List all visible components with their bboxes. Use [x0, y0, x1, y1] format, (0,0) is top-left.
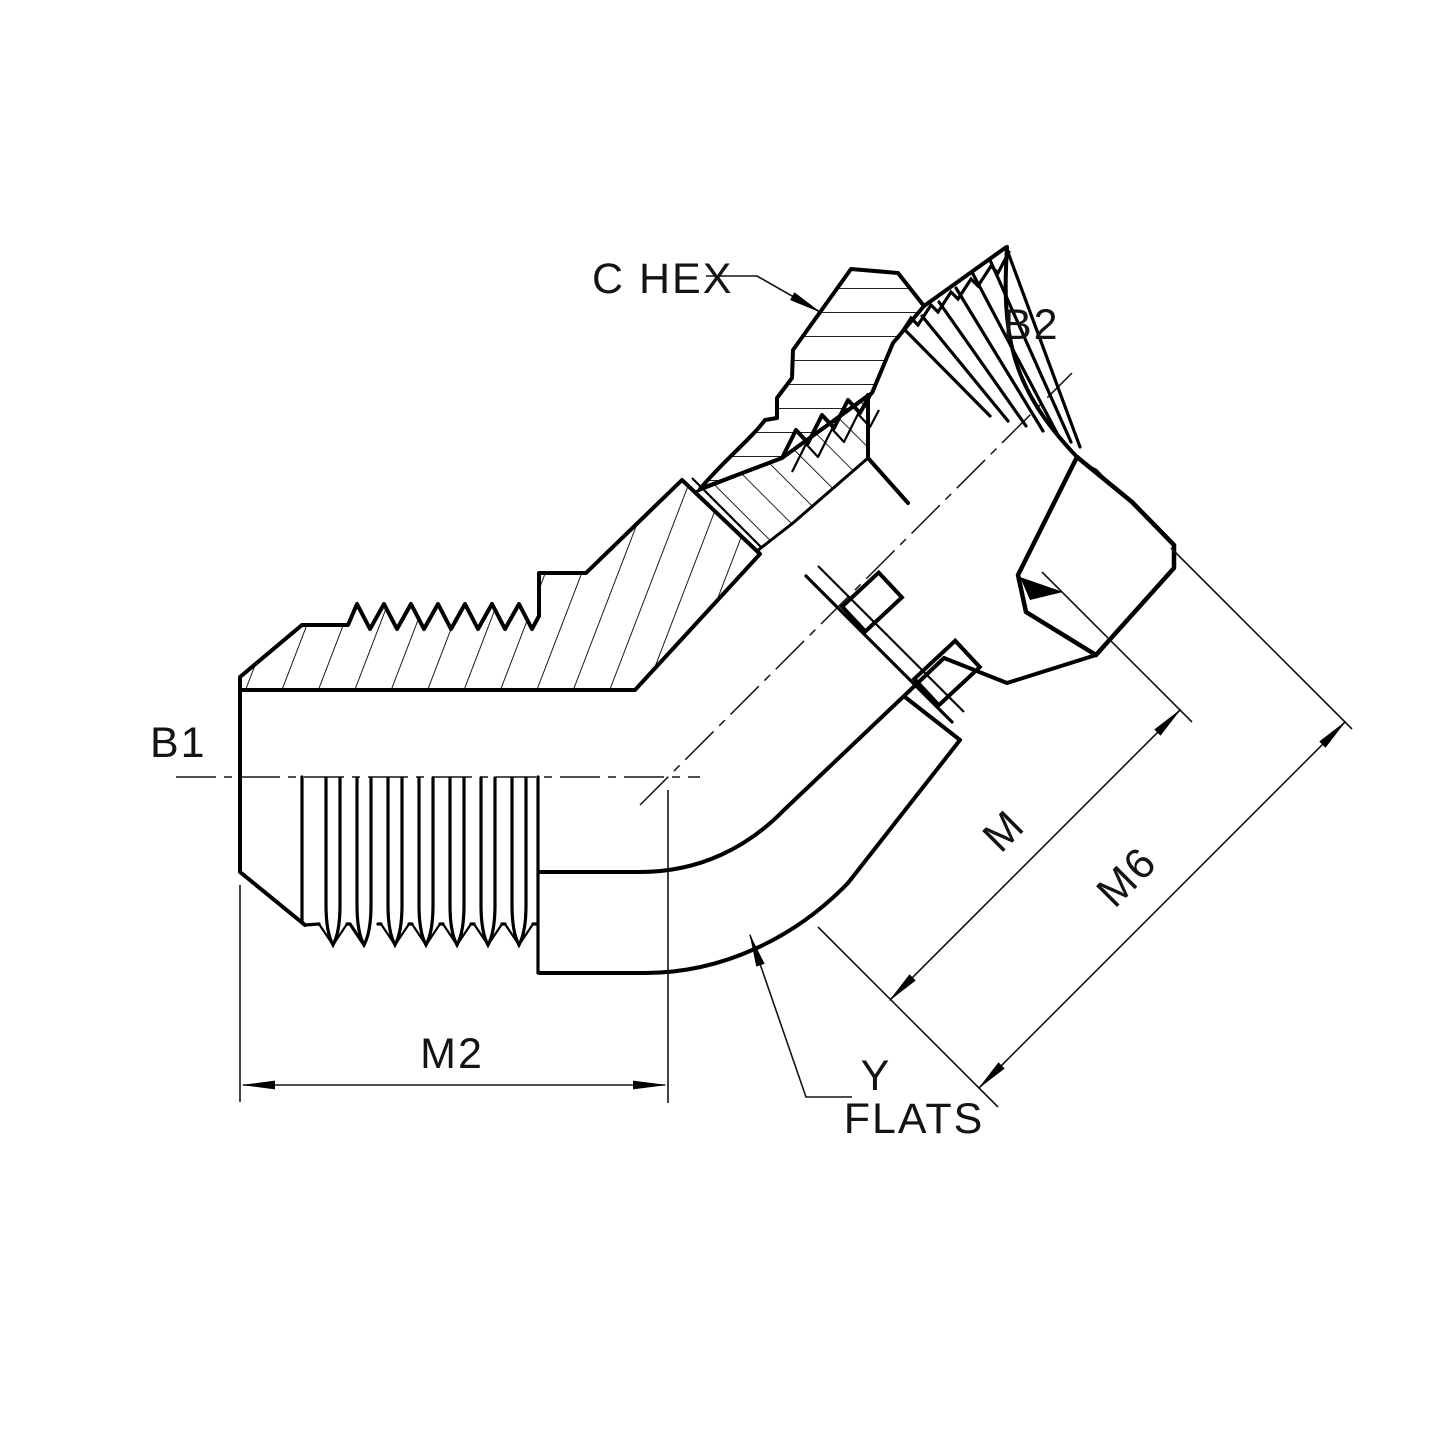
- sleeve-window-2: [911, 637, 983, 709]
- m-extension-upper: [1041, 571, 1193, 723]
- dimension-lines: [241, 708, 1347, 1090]
- nut-crown-section: [698, 267, 926, 491]
- m6-extension-upper: [1170, 547, 1353, 730]
- hex-back-bottom-edge: [942, 653, 1098, 685]
- sleeve-window-1: [839, 569, 905, 635]
- thread-ridge-7: [1004, 245, 1082, 449]
- hex-nut-end: [942, 454, 1177, 685]
- dimension-line-m6: [977, 720, 1347, 1090]
- male-thread-end: [238, 688, 540, 975]
- thread-ridge-1: [903, 328, 992, 418]
- male-thread-root-profile: [303, 922, 539, 947]
- extension-lines: [239, 547, 1353, 1108]
- thread-ridge-3: [937, 300, 1028, 428]
- label-b2: B2: [1003, 301, 1060, 349]
- labels: C HEX B1 B2 M M6 M2 Y FLATS: [150, 255, 1167, 1143]
- swivel-sleeve: [538, 565, 983, 874]
- nut-face-edge: [866, 393, 910, 505]
- male-thread-root-zigzag: [318, 923, 534, 947]
- dim-label-m2: M2: [420, 1030, 484, 1078]
- leader-c-hex: [706, 275, 822, 313]
- leader-y-flats: [749, 933, 852, 1098]
- thread-mesh-section: [693, 393, 910, 553]
- thread-ridge-4: [954, 286, 1045, 433]
- thread-ridge-6: [988, 258, 1073, 444]
- sleeve-upper-silhouette: [538, 656, 946, 874]
- nut-crown-outline: [698, 267, 926, 491]
- label-y: Y: [861, 1052, 892, 1100]
- hex-corner-cusp-left: [1020, 577, 1063, 600]
- hex-nut-outline: [1015, 454, 1177, 658]
- nut-top-edge: [922, 246, 1007, 308]
- m-m6-extension-lower: [817, 926, 999, 1108]
- label-c-hex: C HEX: [592, 255, 733, 303]
- male-body-section-outline: [238, 478, 762, 692]
- centerline-b2-axis: [639, 372, 1073, 806]
- hex-corner-cusp-top: [1078, 459, 1124, 497]
- nut-external-threads: [896, 245, 1082, 459]
- sleeve-rim-line-2: [817, 565, 965, 713]
- thread-mesh-zigzag: [780, 393, 872, 460]
- male-end-outline: [238, 688, 307, 927]
- centerlines: [176, 372, 1073, 806]
- nut-upper-right-silhouette: [1003, 245, 1079, 459]
- sleeve-rim-line-1: [804, 574, 954, 724]
- label-b1: B1: [150, 719, 207, 767]
- label-flats: FLATS: [844, 1095, 985, 1143]
- thread-ridge-2: [920, 314, 1010, 423]
- leader-lines: [706, 275, 852, 1098]
